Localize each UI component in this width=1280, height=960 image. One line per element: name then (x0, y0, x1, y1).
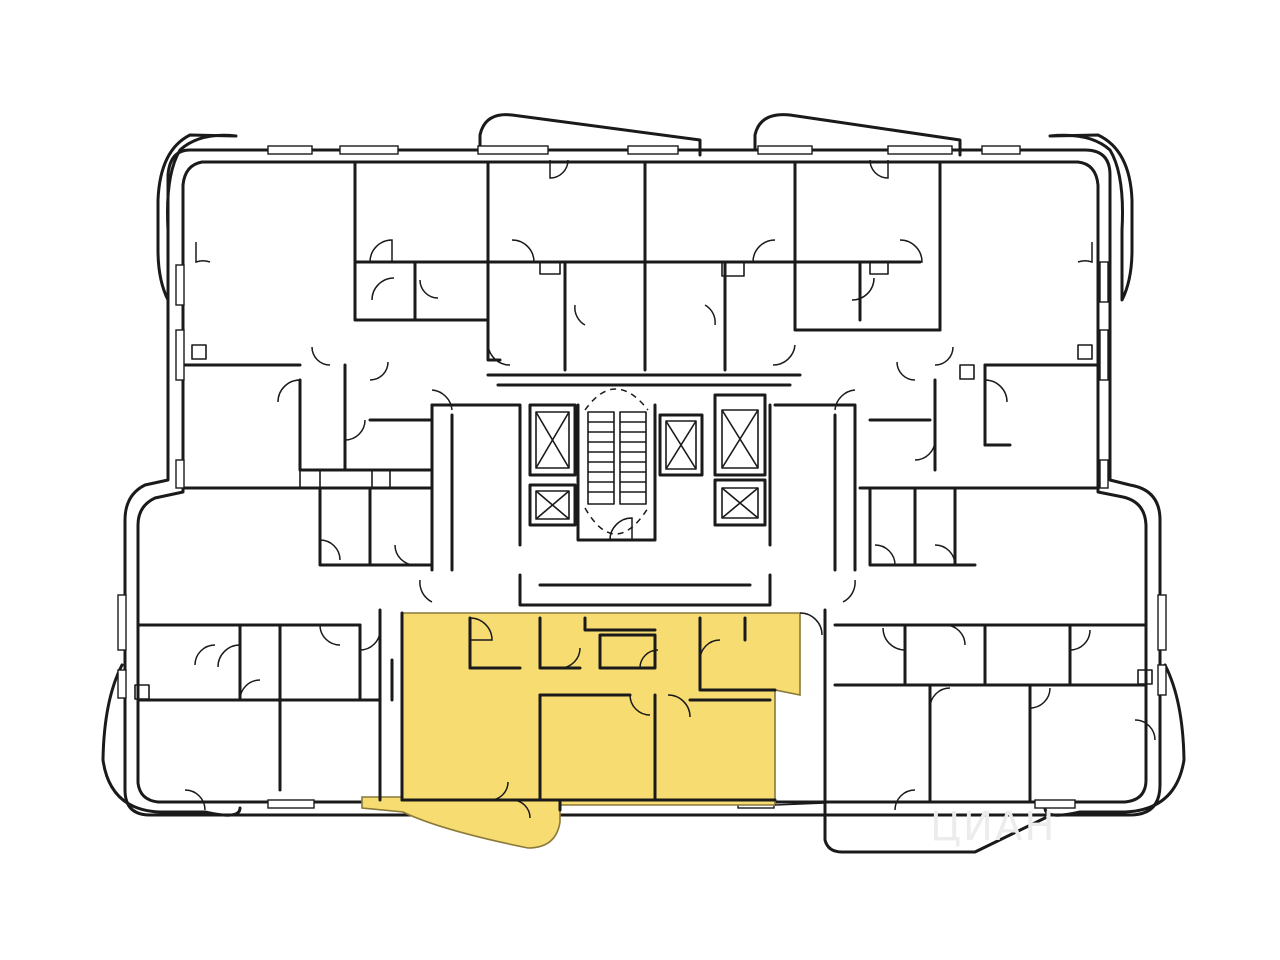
interior-walls-left-wing (136, 488, 432, 802)
door-swings (184, 159, 1156, 819)
elevator-right-large (713, 393, 767, 477)
balconies (101, 113, 1186, 854)
shafts (134, 261, 1153, 700)
elevator-left-small (528, 483, 577, 527)
staircase (576, 388, 657, 542)
watermark-text: ЦИАН (930, 804, 1056, 850)
elevator-left-large (528, 403, 577, 477)
building-outline (123, 148, 1162, 817)
elevator-right-small (713, 478, 767, 527)
apartment-walls (400, 611, 826, 812)
core (430, 403, 857, 607)
elevator-center (658, 413, 704, 477)
highlighted-apartment[interactable] (361, 612, 801, 849)
interior-walls-right-wing (823, 488, 1148, 802)
interior-walls-top (183, 160, 1100, 490)
